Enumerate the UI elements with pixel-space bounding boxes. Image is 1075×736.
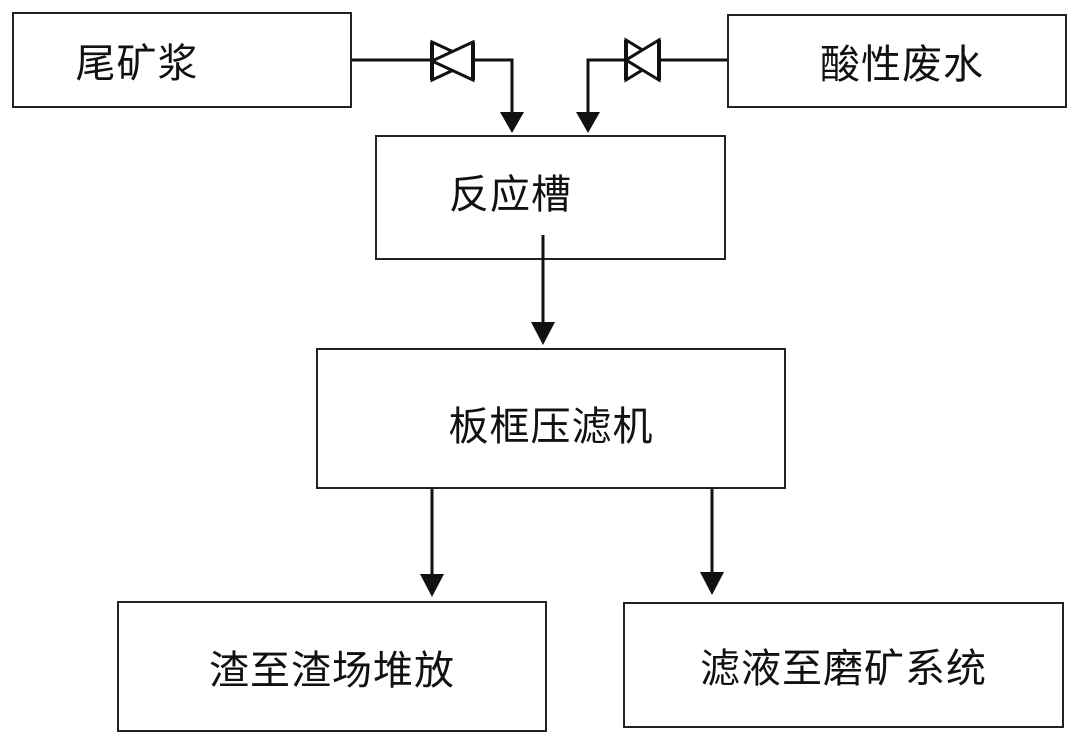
node-slag-storage: 渣至渣场堆放	[117, 601, 547, 732]
edge-acid-to-reaction	[576, 58, 727, 133]
arrowhead-icon	[700, 572, 724, 595]
edge-reaction-to-press	[531, 235, 555, 345]
node-filter-press: 板框压滤机	[316, 348, 786, 489]
arrowhead-icon	[420, 574, 444, 597]
node-tailings-slurry: 尾矿浆	[12, 12, 352, 108]
node-filter-press-label: 板框压滤机	[448, 403, 654, 450]
edge-press-to-filtrate	[700, 489, 724, 595]
edge-tailings-to-reaction	[352, 58, 524, 133]
node-reaction-tank-label: 反应槽	[449, 171, 572, 218]
node-acidic-wastewater: 酸性废水	[727, 14, 1067, 108]
node-filtrate-to-grinding-label: 滤液至磨矿系统	[700, 646, 987, 692]
valve-icon[interactable]	[428, 39, 477, 83]
arrowhead-icon	[531, 322, 555, 345]
arrowhead-icon	[500, 112, 524, 133]
node-slag-storage-label: 渣至渣场堆放	[209, 647, 455, 694]
arrowhead-icon	[576, 112, 600, 133]
valve-icon[interactable]	[623, 37, 662, 83]
node-reaction-tank: 反应槽	[375, 135, 726, 260]
node-acidic-wastewater-label: 酸性废水	[820, 42, 984, 88]
edge-press-to-slag	[420, 489, 444, 597]
node-tailings-slurry-label: 尾矿浆	[75, 41, 199, 87]
node-filtrate-to-grinding: 滤液至磨矿系统	[623, 602, 1064, 728]
